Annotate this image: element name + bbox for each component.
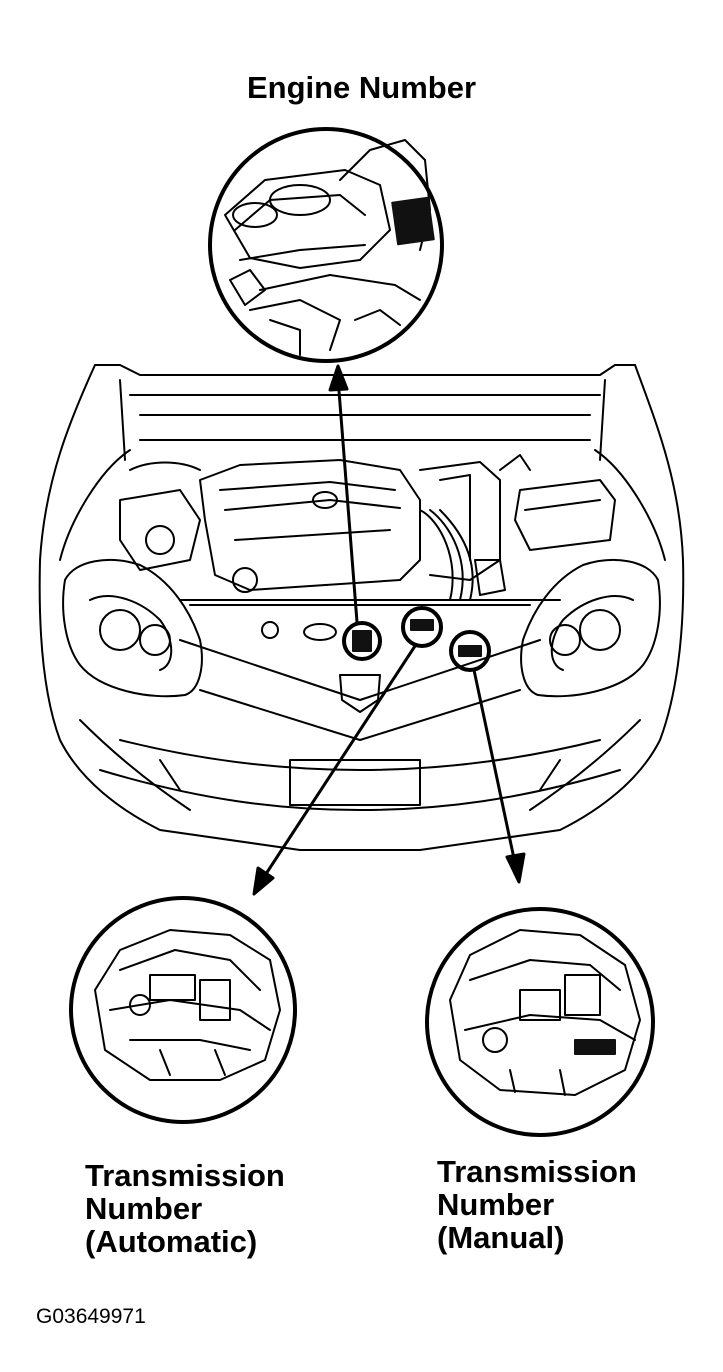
- auto-label-line-2: Number: [85, 1191, 203, 1226]
- auto-transmission-detail-circle: [69, 896, 297, 1124]
- manual-transmission-location-marker: [449, 630, 491, 672]
- auto-label-line-3: (Automatic): [85, 1224, 258, 1259]
- auto-transmission-pointer-arrow: [252, 644, 417, 896]
- manual-transmission-pointer-arrow: [472, 668, 526, 884]
- figure-id: G03649971: [36, 1305, 146, 1328]
- auto-transmission-location-marker: [401, 606, 443, 648]
- car-front-outline: [38, 364, 685, 851]
- engine-bay-components: [119, 454, 616, 641]
- engine-number-plate: [391, 196, 435, 246]
- engine-pointer-arrow: [328, 364, 359, 624]
- manual-label-line-3: (Manual): [437, 1220, 565, 1255]
- engine-detail-circle: [208, 127, 444, 363]
- auto-transmission-number-label: Transmission Number (Automatic): [85, 1160, 285, 1259]
- engine-location-marker: [342, 621, 382, 661]
- manual-label-line-1: Transmission: [437, 1154, 637, 1189]
- manual-transmission-number-plate: [574, 1039, 616, 1055]
- engine-number-label: Engine Number: [246, 70, 477, 105]
- manual-label-line-2: Number: [437, 1187, 555, 1222]
- auto-label-line-1: Transmission: [85, 1158, 285, 1193]
- manual-transmission-detail-circle: [425, 907, 655, 1137]
- manual-transmission-number-label: Transmission Number (Manual): [437, 1156, 637, 1255]
